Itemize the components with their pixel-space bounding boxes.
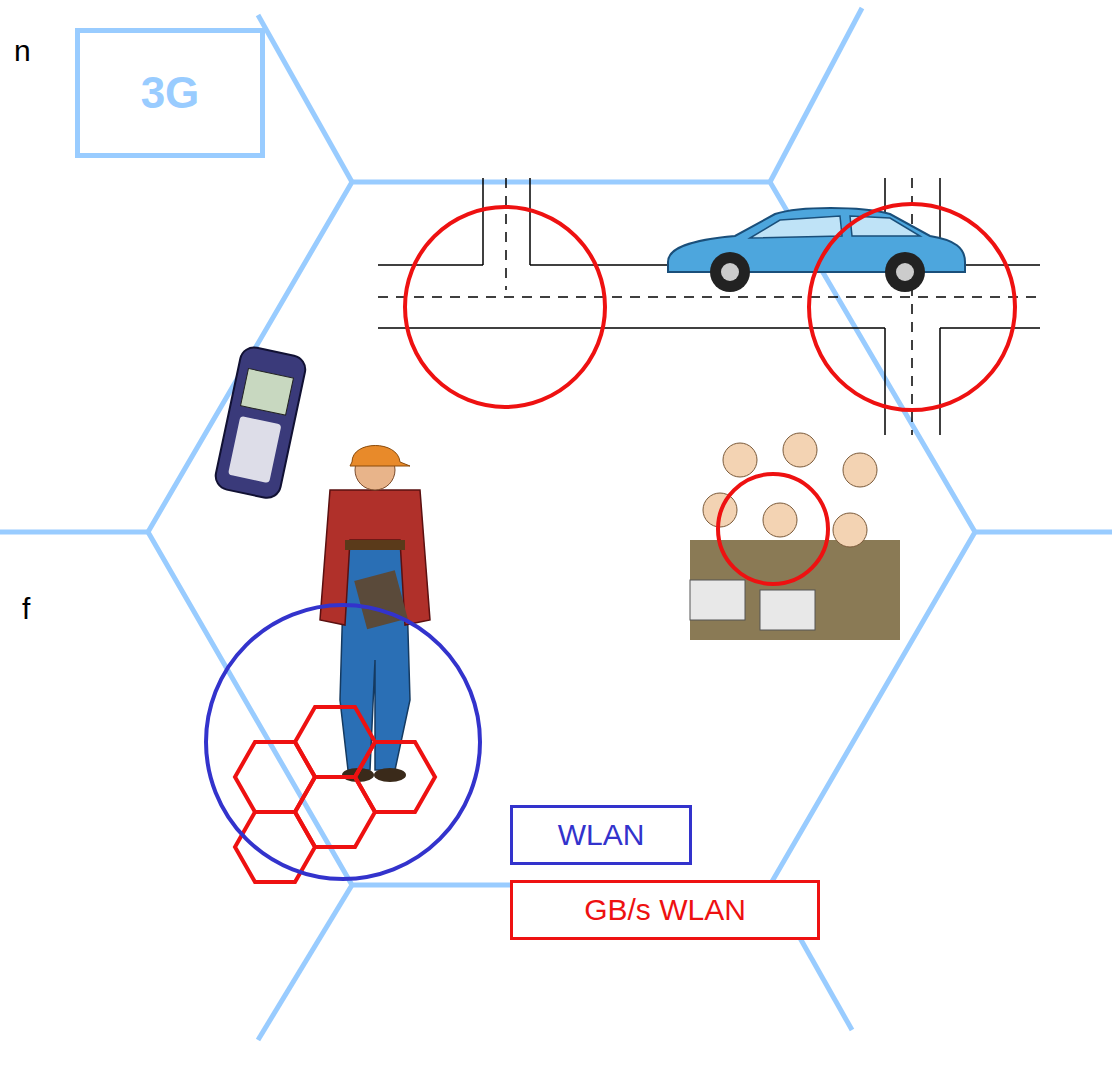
road-center-line — [911, 178, 913, 435]
clipboard — [354, 570, 408, 629]
road-line — [940, 327, 1040, 329]
wlan-coverage — [206, 605, 480, 879]
car-hubcap — [896, 263, 914, 281]
network-name: GB/s WLAN — [584, 893, 746, 927]
cell-edge — [258, 885, 352, 1040]
laptop — [690, 580, 745, 620]
worker — [320, 446, 430, 783]
person-head — [783, 433, 817, 467]
gbs-wlan-hotspot — [405, 207, 605, 407]
road-line — [884, 328, 886, 435]
person-head — [723, 443, 757, 477]
person-head — [843, 453, 877, 487]
road — [378, 178, 1040, 435]
cell-grid — [0, 8, 1112, 1040]
car-window — [750, 216, 842, 238]
mobile-phone — [213, 345, 308, 501]
car — [668, 208, 965, 292]
person-head — [763, 503, 797, 537]
people-suits — [690, 540, 900, 640]
gbs-wlan-hotspot — [718, 474, 828, 584]
road-line — [529, 178, 531, 265]
car-wheel — [885, 252, 925, 292]
cut-off-text: f — [22, 592, 30, 626]
network-label-box: WLAN — [510, 805, 692, 865]
network-label-box: GB/s WLAN — [510, 880, 820, 940]
cut-off-text: n — [14, 34, 31, 68]
worker-jeans — [340, 530, 410, 770]
worker-belt — [345, 540, 405, 550]
road-line — [378, 264, 483, 266]
road-line — [482, 178, 484, 265]
phone-body — [213, 345, 308, 501]
network-label-box: 3G — [75, 28, 265, 158]
network-name: 3G — [141, 68, 200, 118]
car-hubcap — [721, 263, 739, 281]
laptop — [760, 590, 815, 630]
road-line — [378, 327, 885, 329]
road-center-line — [378, 296, 1040, 298]
cell-edge — [258, 15, 352, 182]
phone-keypad — [228, 416, 282, 483]
cell-edge — [770, 8, 862, 182]
3g-cell — [148, 182, 975, 885]
business-people — [690, 433, 900, 640]
gbs-wlan-hotspot — [809, 204, 1015, 410]
road-line — [939, 328, 941, 435]
car-wheel — [710, 252, 750, 292]
cell-edge — [975, 530, 1112, 535]
phone-screen — [241, 368, 294, 415]
person-head — [833, 513, 867, 547]
road-center-line — [505, 178, 507, 290]
worker-shoe — [374, 768, 406, 782]
cell-edge — [0, 530, 148, 535]
coverage-circles — [206, 204, 1015, 879]
worker-hardhat — [350, 446, 410, 467]
network-name: WLAN — [558, 818, 645, 852]
